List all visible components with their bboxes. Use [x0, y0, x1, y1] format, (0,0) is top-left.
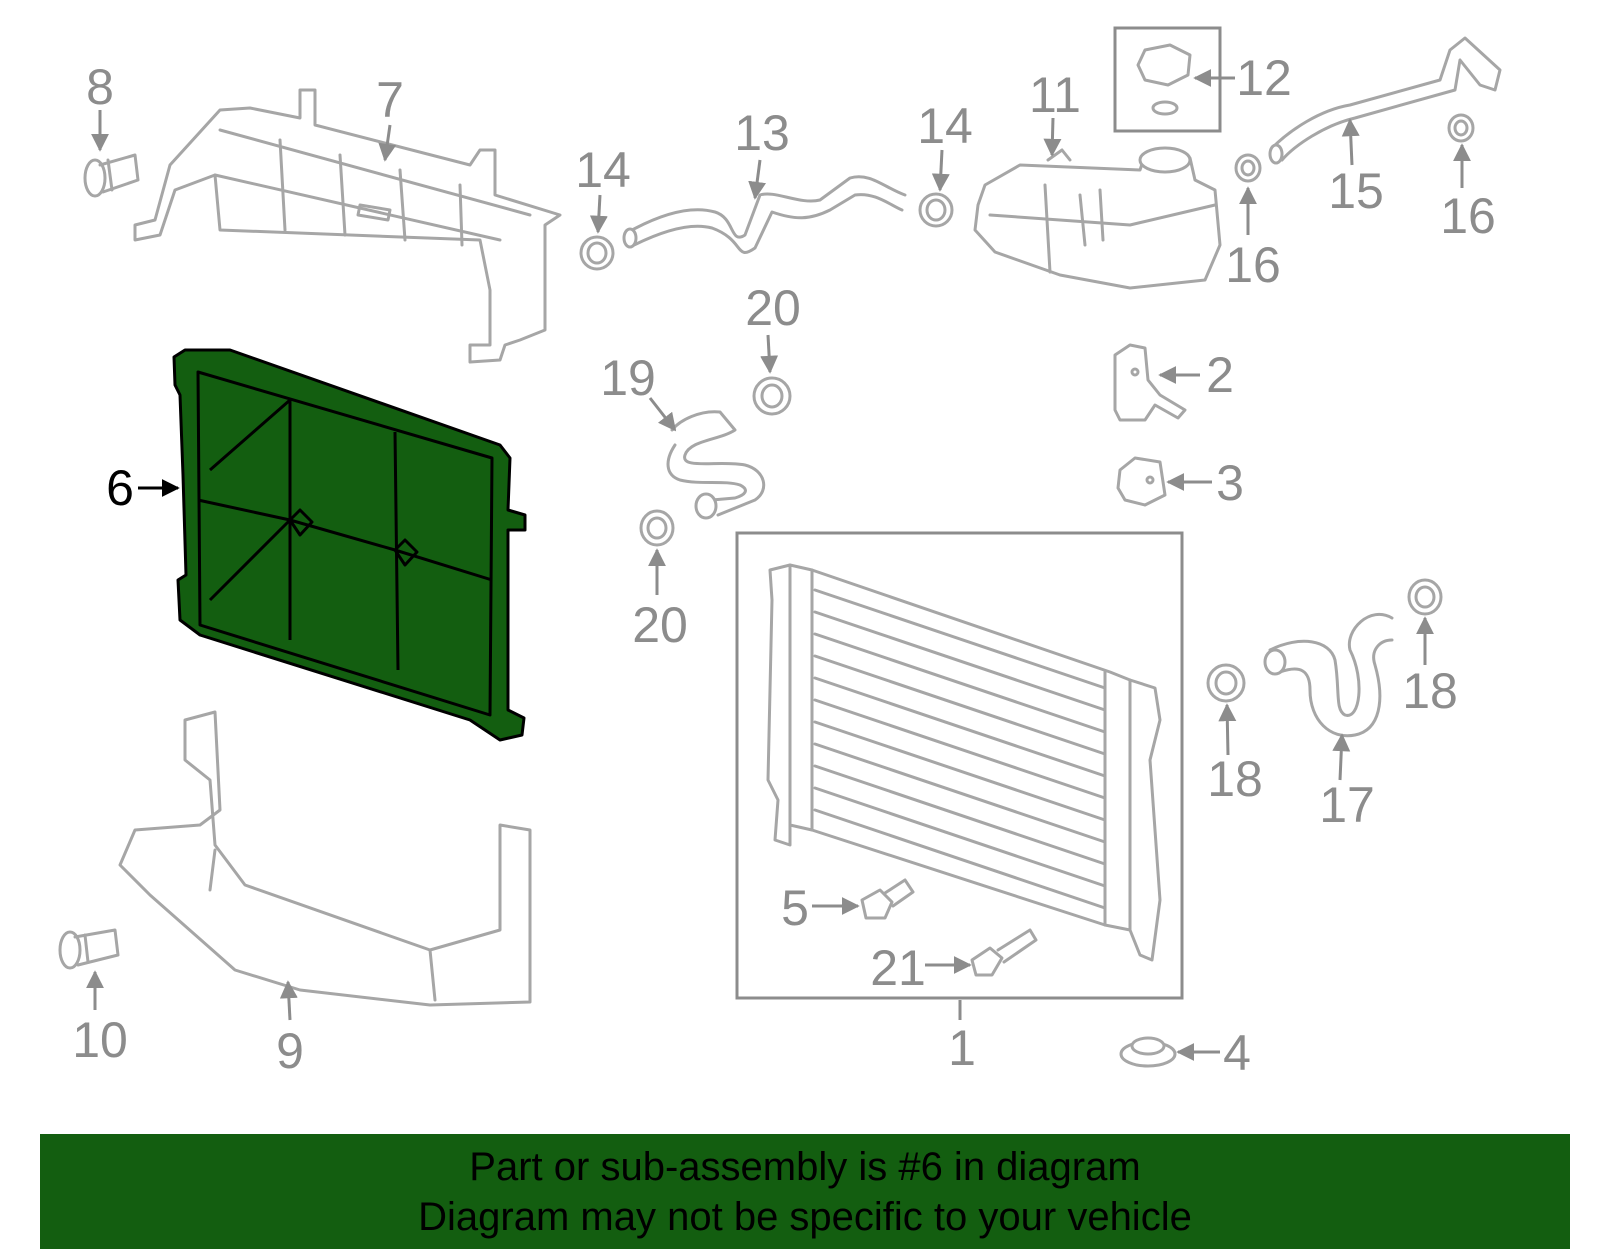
part-7-upper-deflector	[133, 88, 562, 364]
callout-20-upper: 20	[745, 280, 801, 336]
part-17-hose	[1263, 612, 1394, 738]
callout-18-right: 18	[1402, 663, 1458, 719]
callout-17: 17	[1319, 777, 1375, 833]
part-13-upper-hose	[622, 175, 907, 254]
part-10-push-pin	[58, 928, 120, 970]
part-11-reservoir	[973, 146, 1222, 290]
callout-14-left: 14	[575, 142, 631, 198]
callout-21: 21	[870, 940, 926, 996]
part-5-drain-plug	[860, 878, 915, 920]
callout-10: 10	[72, 1012, 128, 1068]
part-16-clamp-right	[1447, 113, 1475, 143]
callout-14-right: 14	[917, 98, 973, 154]
callout-5: 5	[781, 880, 809, 936]
callout-12: 12	[1236, 50, 1292, 106]
part-1-radiator	[735, 531, 1184, 1000]
callout-8: 8	[86, 59, 114, 115]
callout-19: 19	[600, 350, 656, 406]
part-15-overflow-hose	[1268, 36, 1502, 165]
info-banner: Part or sub-assembly is #6 in diagram Di…	[40, 1134, 1570, 1249]
part-18-clamp-right	[1407, 578, 1443, 616]
part-6-shroud-highlighted	[172, 348, 527, 742]
part-18-clamp-left	[1206, 663, 1246, 703]
callout-13: 13	[734, 105, 790, 161]
callout-15: 15	[1328, 163, 1384, 219]
callout-16-left: 16	[1225, 237, 1281, 293]
part-14-clamp-right	[918, 192, 954, 228]
part-16-clamp-left	[1234, 153, 1262, 183]
part-3-insulator	[1116, 456, 1167, 507]
callout-18-left: 18	[1207, 751, 1263, 807]
callout-7: 7	[376, 72, 404, 128]
callout-4: 4	[1223, 1025, 1251, 1081]
part-9-lower-deflector	[118, 710, 532, 1007]
callout-20-lower: 20	[632, 597, 688, 653]
callout-9: 9	[276, 1023, 304, 1079]
part-12-cap	[1113, 26, 1222, 133]
callout-6: 6	[106, 460, 134, 516]
part-20-clamp-upper	[752, 376, 792, 416]
part-4-cap	[1119, 1036, 1177, 1068]
callout-11: 11	[1029, 67, 1081, 123]
part-20-clamp-lower	[639, 509, 675, 547]
callout-1: 1	[948, 1020, 976, 1076]
leader-arrows	[86, 69, 1471, 1061]
part-2-bracket	[1113, 343, 1187, 422]
part-14-clamp-left	[579, 235, 615, 271]
callout-3: 3	[1216, 455, 1244, 511]
callout-2: 2	[1206, 347, 1234, 403]
part-21-sensor	[970, 928, 1038, 977]
banner-line-disclaimer: Diagram may not be specific to your vehi…	[418, 1194, 1192, 1239]
callout-16-right: 16	[1440, 188, 1496, 244]
callout-labels: 8 7 6 9 10 14 13 14 11 12 15 16 16 2 3 2…	[72, 50, 1496, 1081]
banner-line-part: Part or sub-assembly is #6 in diagram	[469, 1144, 1141, 1189]
part-8-push-pin	[83, 153, 140, 198]
part-19-hose	[666, 410, 766, 520]
